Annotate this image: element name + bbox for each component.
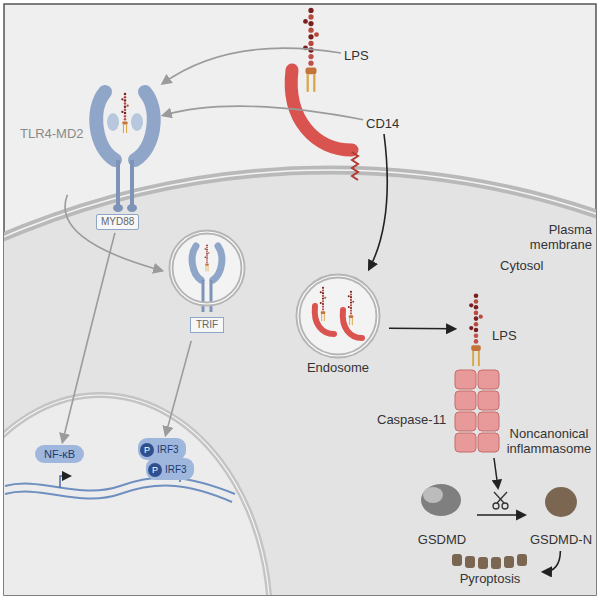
pathway-arrow <box>162 48 341 84</box>
pathway-arrow <box>543 551 560 572</box>
irf3-protein: PIRF3 <box>138 438 186 460</box>
pathway-arrow <box>63 233 115 442</box>
pathway-arrow <box>369 134 387 269</box>
lps-cytosolic: LPS <box>458 292 530 366</box>
node-text: NF-κB <box>44 447 75 461</box>
node-text: MYD88 <box>101 216 134 228</box>
nfkb-dimer: NF-κB <box>35 445 84 463</box>
region-label: Noncanonical inflammasome <box>503 426 595 456</box>
node-text: TRIF <box>190 317 224 333</box>
region-label: Cytosol <box>500 258 560 273</box>
trif-endosome: TRIF <box>165 228 249 338</box>
node-text: IRF3 <box>165 463 187 477</box>
myd88-box: MYD88 <box>96 214 139 230</box>
region-label: Plasma membrane <box>522 222 592 252</box>
gsdmd-protein: GSDMD <box>410 482 474 548</box>
pathway-arrow <box>389 327 455 329</box>
cd14-label: CD14 <box>366 116 399 131</box>
node-text: CD14 <box>366 116 399 131</box>
node-text: LPS <box>344 48 369 63</box>
caspase-11-label: Caspase-11 <box>377 412 446 427</box>
pathway-arrow <box>166 341 192 435</box>
node-text: Endosome <box>290 360 386 375</box>
node-text: GSDMD-N <box>528 532 594 547</box>
tlr4-receptor: TLR4-MD2 <box>20 80 160 192</box>
node-text: IRF3 <box>157 443 179 457</box>
node-text: P <box>148 463 162 477</box>
node-text: P <box>140 443 154 457</box>
node-text: LPS <box>492 328 530 343</box>
pathway-arrow <box>65 195 162 271</box>
lps-label: LPS <box>344 48 369 63</box>
node-text: TLR4-MD2 <box>20 126 160 141</box>
node-text: Pyroptosis <box>440 571 540 586</box>
pathway-arrow <box>163 106 363 120</box>
endosome-circle: Endosome <box>290 272 386 384</box>
node-text: GSDMD <box>410 532 474 547</box>
gsdmd-n-protein: GSDMD-N <box>528 482 594 548</box>
irf3-protein: PIRF3 <box>146 458 194 480</box>
pathway-arrow <box>477 514 525 516</box>
node-text: Caspase-11 <box>377 412 446 427</box>
pyroptosis-pore: Pyroptosis <box>440 552 540 590</box>
